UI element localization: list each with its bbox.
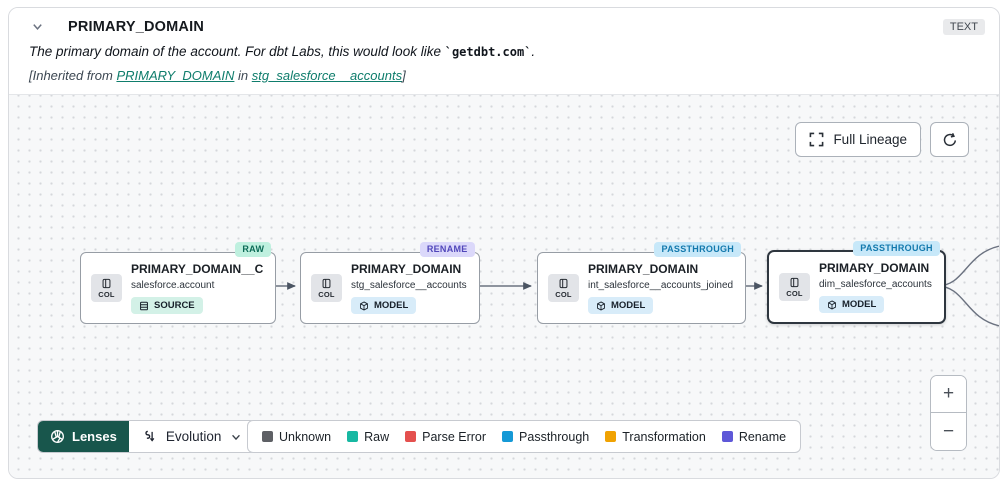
col-chip-label: COL	[555, 290, 572, 299]
column-lineage-panel: PRIMARY_DOMAIN TEXT The primary domain o…	[8, 7, 1000, 479]
node-subtitle: dim_salesforce_accounts	[819, 279, 932, 290]
node-title: PRIMARY_DOMAIN	[588, 262, 699, 276]
node-subtitle: salesforce.account	[131, 280, 215, 291]
legend-item: Parse Error	[405, 430, 486, 444]
inherited-suffix: ]	[402, 68, 406, 83]
inherited-model-link[interactable]: stg_salesforce__accounts	[251, 68, 403, 83]
resource-label: SOURCE	[154, 300, 195, 311]
resource-badge: MODEL	[819, 296, 885, 313]
legend-item: Transformation	[605, 430, 706, 444]
evolution-route-icon	[145, 430, 155, 442]
resource-badge: MODEL	[588, 297, 654, 314]
refresh-button[interactable]	[930, 122, 969, 157]
column-title: PRIMARY_DOMAIN	[68, 18, 204, 35]
inherited-note: [Inherited from PRIMARY_DOMAIN in stg_sa…	[29, 68, 985, 83]
inherited-middle: in	[234, 68, 252, 83]
lineage-node-intermediate[interactable]: PASSTHROUGH COL PRIMARY_DOMAIN int_sales…	[537, 242, 747, 324]
source-icon	[140, 301, 148, 310]
legend-label: Transformation	[622, 429, 706, 444]
zoom-in-button[interactable]: +	[931, 376, 966, 413]
zoom-controls: + −	[930, 375, 967, 451]
col-chip: COL	[91, 274, 122, 302]
legend-label: Raw	[364, 429, 390, 444]
legend-swatch-rename	[721, 431, 733, 442]
full-lineage-label: Full Lineage	[833, 132, 907, 147]
lenses-label: Lenses	[72, 429, 117, 444]
description-text: The primary domain of the account. For d…	[29, 44, 445, 59]
legend-label: Rename	[738, 429, 787, 444]
col-chip-label: COL	[98, 290, 115, 299]
evolution-tag: RAW	[235, 242, 272, 257]
zoom-out-button[interactable]: −	[931, 413, 966, 450]
legend-item: Passthrough	[502, 430, 589, 444]
legend-item: Raw	[347, 430, 389, 444]
col-chip-label: COL	[786, 289, 803, 298]
evolution-tag: PASSTHROUGH	[853, 241, 940, 256]
legend-swatch-transformation	[605, 431, 617, 442]
evolution-tag: PASSTHROUGH	[654, 242, 742, 257]
inherited-column-link[interactable]: PRIMARY_DOMAIN	[116, 68, 235, 83]
lens-dropdown[interactable]: Evolution	[128, 421, 256, 452]
lineage-node-source[interactable]: RAW COL PRIMARY_DOMAIN__C salesforce.acc…	[80, 242, 277, 324]
chevron-down-icon	[232, 434, 241, 440]
refresh-icon	[943, 132, 956, 146]
legend-swatch-unknown	[262, 431, 273, 442]
full-lineage-button[interactable]: Full Lineage	[795, 122, 921, 157]
column-description: The primary domain of the account. For d…	[29, 44, 985, 59]
legend-item: Unknown	[262, 430, 331, 444]
column-icon	[790, 277, 799, 288]
expand-icon	[810, 132, 824, 147]
collapse-chevron-icon[interactable]	[29, 18, 46, 35]
node-title: PRIMARY_DOMAIN	[351, 262, 462, 276]
resource-label: MODEL	[842, 299, 877, 310]
lineage-node-staging[interactable]: RENAME COL PRIMARY_DOMAIN stg_salesforce…	[300, 242, 480, 324]
resource-badge: MODEL	[351, 297, 417, 314]
node-title: PRIMARY_DOMAIN	[819, 261, 930, 275]
type-badge: TEXT	[942, 18, 985, 35]
resource-label: MODEL	[374, 300, 409, 311]
inherited-prefix: [Inherited from	[29, 68, 117, 83]
lens-aperture-icon	[51, 430, 64, 443]
legend-label: Parse Error	[422, 429, 487, 444]
node-title: PRIMARY_DOMAIN__C	[131, 262, 264, 276]
legend-item: Rename	[721, 429, 787, 444]
model-icon	[828, 299, 836, 310]
lineage-canvas[interactable]: Full Lineage RAW COL PRIMARY_DOMAIN__C s…	[9, 95, 999, 478]
description-period: .	[531, 44, 536, 59]
col-chip: COL	[548, 274, 579, 302]
column-header: PRIMARY_DOMAIN TEXT The primary domain o…	[9, 8, 999, 95]
col-chip: COL	[779, 273, 810, 301]
model-icon	[360, 300, 368, 311]
column-icon	[322, 278, 331, 289]
col-chip: COL	[311, 274, 342, 302]
description-code: `getdbt.com`	[444, 45, 532, 59]
resource-label: MODEL	[611, 300, 646, 311]
col-chip-label: COL	[318, 290, 335, 299]
lineage-node-dim-selected[interactable]: PASSTHROUGH COL PRIMARY_DOMAIN dim_sales…	[767, 241, 946, 324]
column-icon	[559, 278, 568, 289]
legend-swatch-passthrough	[502, 431, 514, 442]
legend-swatch-raw	[347, 431, 359, 442]
lenses-button[interactable]: Lenses	[38, 421, 129, 452]
column-icon	[102, 278, 111, 289]
node-subtitle: int_salesforce__accounts_joined	[588, 280, 734, 291]
lens-selector: Lenses Evolution	[37, 420, 257, 453]
node-subtitle: stg_salesforce__accounts	[351, 280, 467, 291]
legend-swatch-parse-error	[405, 431, 417, 442]
resource-badge: SOURCE	[131, 297, 203, 314]
evolution-tag: RENAME	[419, 242, 475, 257]
legend-label: Passthrough	[519, 429, 590, 444]
legend-label: Unknown	[279, 429, 332, 444]
evolution-legend: Unknown Raw Parse Error Passthrough Tran…	[247, 420, 802, 453]
selected-lens-label: Evolution	[165, 429, 222, 444]
model-icon	[597, 300, 605, 311]
